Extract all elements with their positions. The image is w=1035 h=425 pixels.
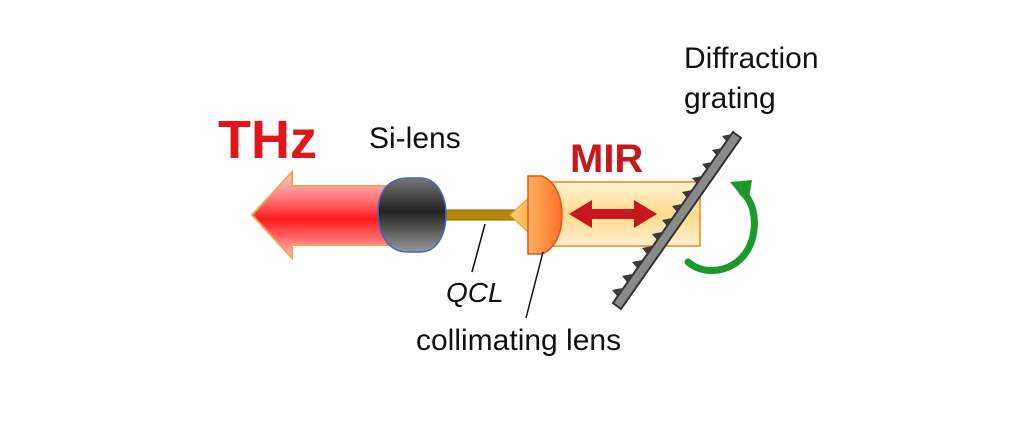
mir-label: MIR (570, 137, 643, 181)
diffraction-label-line1: Diffraction (684, 42, 819, 75)
qcl-label: QCL (446, 277, 504, 308)
si-lens (377, 177, 447, 253)
collimating-lens (527, 175, 563, 255)
curved-arrow-icon (684, 180, 758, 274)
thz-label: THz (218, 110, 317, 170)
double-headed-arrow-icon (569, 200, 657, 228)
collimating-lens-label: collimating lens (416, 324, 621, 357)
qcl-leader-line (471, 223, 486, 273)
diffraction-grating (611, 130, 743, 311)
collimating-lens-leader-line (525, 251, 544, 319)
diffraction-label-line2: grating (684, 82, 776, 115)
si-lens-label: Si-lens (369, 122, 461, 155)
thz-beam-arrow (250, 169, 396, 261)
